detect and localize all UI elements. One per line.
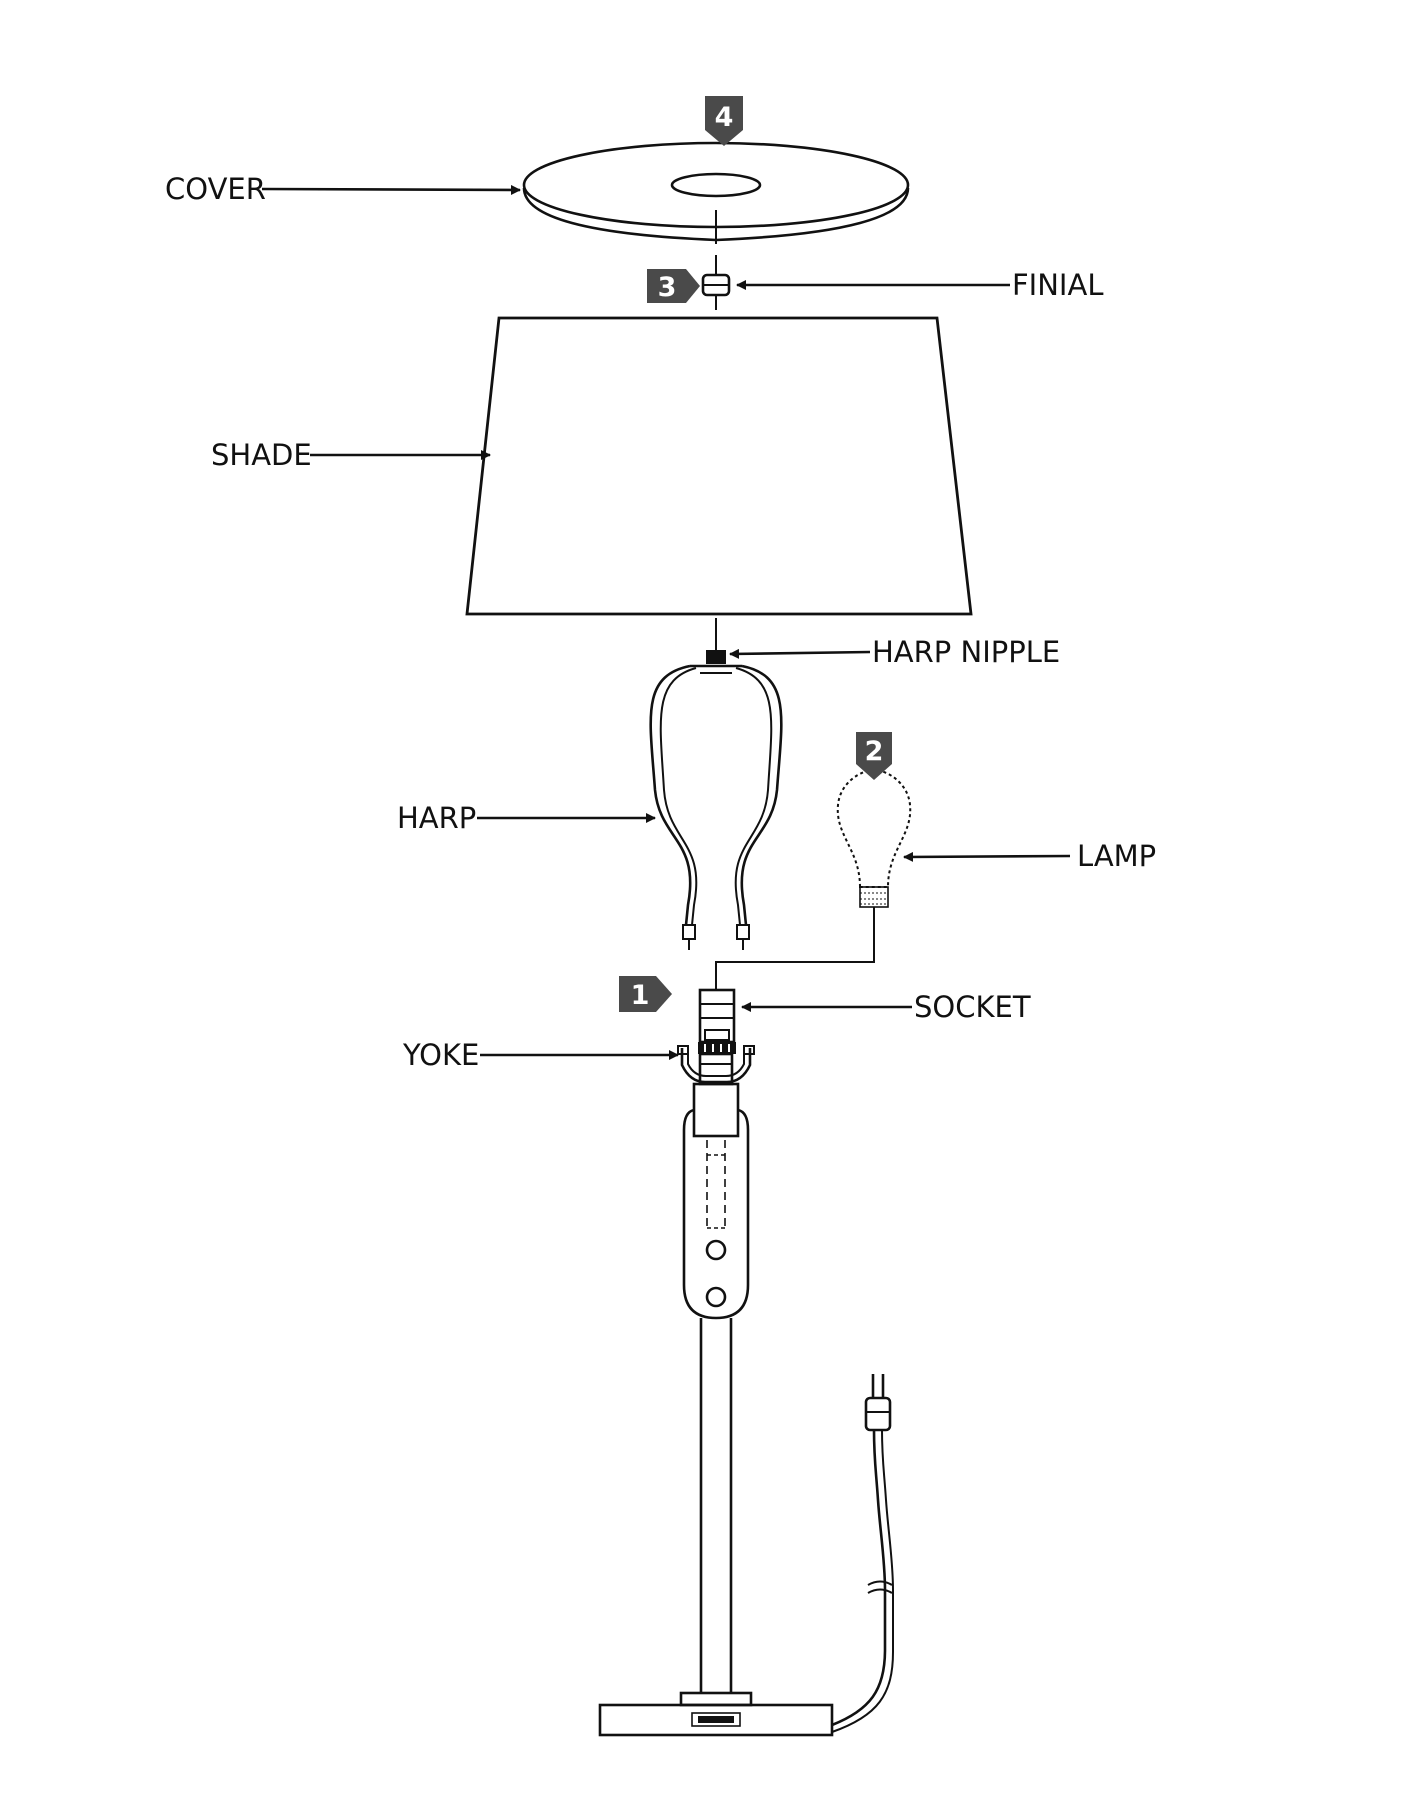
label-harp-nipple: HARP NIPPLE	[872, 635, 1060, 669]
label-shade: SHADE	[211, 438, 312, 472]
label-yoke: YOKE	[402, 1038, 479, 1072]
finial	[701, 255, 731, 310]
label-finial: FINIAL	[1012, 268, 1103, 302]
light-bulb	[715, 768, 912, 990]
label-socket: SOCKET	[914, 990, 1031, 1024]
socket	[698, 988, 736, 1054]
step-badge-1: 1	[619, 976, 672, 1012]
step-badge-1-number: 1	[631, 980, 650, 1011]
lamp-body	[598, 1082, 834, 1737]
step-badge-4-number: 4	[715, 102, 734, 133]
cover-disc	[522, 141, 910, 244]
label-arrows	[261, 184, 1071, 1060]
label-harp: HARP	[397, 801, 476, 835]
step-badge-4: 4	[705, 96, 743, 146]
step-badge-3-number: 3	[658, 272, 677, 303]
harp	[649, 650, 783, 950]
step-badge-3: 3	[647, 269, 700, 303]
lamp-shade	[465, 316, 973, 660]
step-badge-2: 2	[856, 732, 892, 780]
power-cord	[831, 1374, 894, 1733]
step-badge-2-number: 2	[865, 736, 884, 767]
label-cover: COVER	[165, 172, 266, 206]
label-lamp: LAMP	[1077, 839, 1156, 873]
